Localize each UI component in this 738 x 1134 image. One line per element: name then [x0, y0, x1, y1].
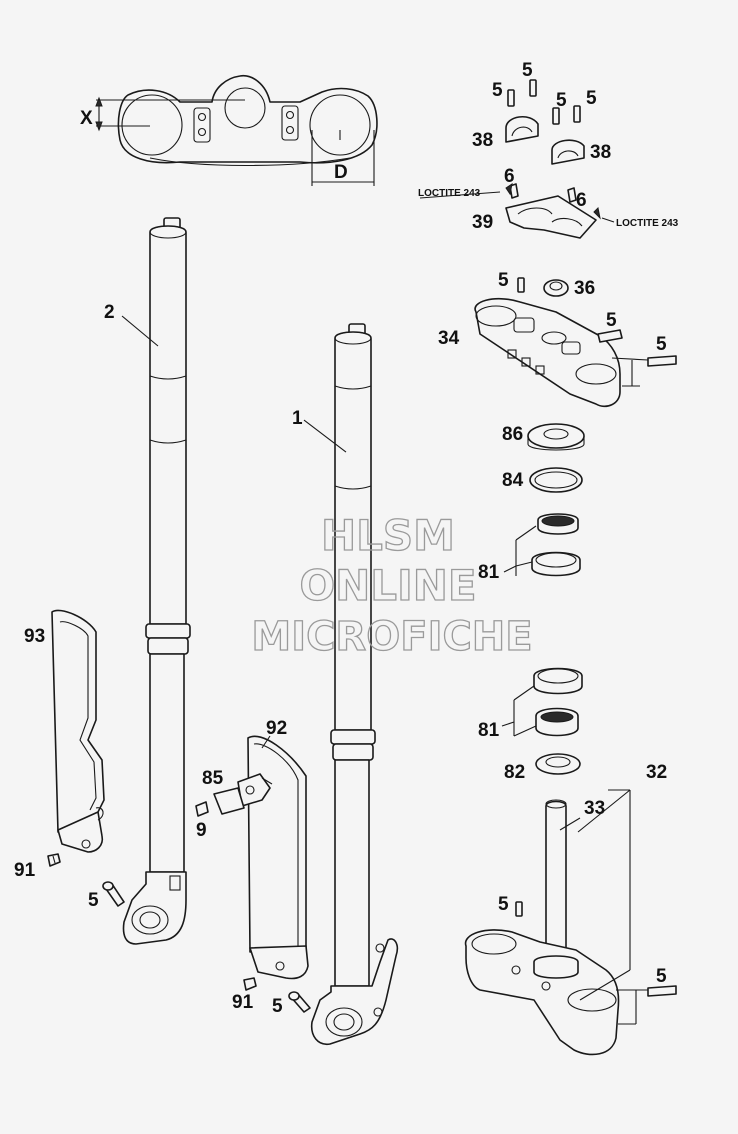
dust-seal-86: 86 — [502, 423, 585, 451]
part-label-82: 82 — [504, 762, 525, 783]
bolt-91-left: 91 — [14, 853, 61, 881]
handlebar-clamp-base-39: 6 6 LOCTITE 243 LOCTITE 243 39 — [418, 166, 679, 239]
bolt-5-right-foot: 5 — [272, 991, 311, 1017]
part-label-5-clamp-b: 5 — [492, 80, 503, 101]
seal-ring-82: 82 — [504, 753, 581, 783]
part-label-91-left: 91 — [14, 860, 36, 881]
part-label-92: 92 — [266, 718, 287, 739]
part-label-2: 2 — [104, 302, 115, 323]
loctite-label-left: LOCTITE 243 — [418, 188, 481, 199]
o-ring-84: 84 — [502, 467, 583, 493]
part-label-5-lower-clamp-side: 5 — [656, 966, 667, 987]
part-label-9: 9 — [196, 820, 207, 841]
handlebar-clamp-bolts-5: 5 5 5 5 — [492, 60, 597, 125]
part-label-84: 84 — [502, 470, 524, 491]
part-label-86: 86 — [502, 424, 523, 445]
dimension-x-label: X — [80, 108, 93, 129]
upper-bearing-81: 81 — [478, 513, 581, 583]
part-label-33: 33 — [584, 798, 605, 819]
handlebar-clamp-top-38: 38 38 — [472, 116, 611, 165]
fork-guard-92: 92 — [247, 718, 309, 980]
bolt-5-left-foot: 5 — [88, 881, 125, 911]
part-label-32: 32 — [646, 762, 667, 783]
part-label-5-lower-clamp-top: 5 — [498, 894, 509, 915]
brake-line-clamp-85: 85 9 — [195, 768, 273, 841]
part-label-81-upper: 81 — [478, 562, 500, 583]
part-label-81-lower: 81 — [478, 720, 500, 741]
part-label-6-right: 6 — [576, 190, 587, 211]
watermark-line-1: HLSM — [321, 511, 455, 560]
dimension-d-label: D — [334, 162, 348, 183]
part-label-5-side-a: 5 — [606, 310, 617, 331]
part-label-85: 85 — [202, 768, 224, 789]
part-label-1: 1 — [292, 408, 303, 429]
part-label-34: 34 — [438, 328, 460, 349]
part-label-93: 93 — [24, 626, 45, 647]
bolt-91-right: 91 — [232, 977, 257, 1013]
part-label-39: 39 — [472, 212, 493, 233]
triple-clamp-dimension-detail: X D — [80, 75, 378, 186]
lower-triple-clamp-32: 33 5 5 32 — [464, 762, 677, 1056]
watermark-line-3: MICROFICHE — [251, 614, 532, 660]
watermark-line-2: ONLINE — [299, 561, 476, 610]
part-label-5-clamp-d: 5 — [586, 88, 597, 109]
part-label-5-left-foot: 5 — [88, 890, 99, 911]
fork-leg-1: 1 — [292, 323, 399, 1046]
upper-triple-clamp-34: 34 5 36 5 5 — [438, 270, 677, 408]
part-label-38-right: 38 — [590, 142, 611, 163]
part-label-5-side-b: 5 — [656, 334, 667, 355]
part-label-5-clamp-a: 5 — [522, 60, 533, 81]
loctite-label-right: LOCTITE 243 — [616, 218, 679, 229]
part-label-38-left: 38 — [472, 130, 493, 151]
fork-guard-93: 93 — [24, 609, 105, 853]
part-label-91-right: 91 — [232, 992, 254, 1013]
lower-bearing-81: 81 — [478, 667, 583, 741]
part-label-5-right-foot: 5 — [272, 996, 283, 1017]
watermark: HLSM ONLINE MICROFICHE — [251, 510, 534, 660]
part-label-36: 36 — [574, 278, 595, 299]
part-label-5-clamp-c: 5 — [556, 90, 567, 111]
part-label-6-left: 6 — [504, 166, 515, 187]
fork-leg-2: 2 — [104, 217, 191, 945]
part-label-5-top-clamp: 5 — [498, 270, 509, 291]
